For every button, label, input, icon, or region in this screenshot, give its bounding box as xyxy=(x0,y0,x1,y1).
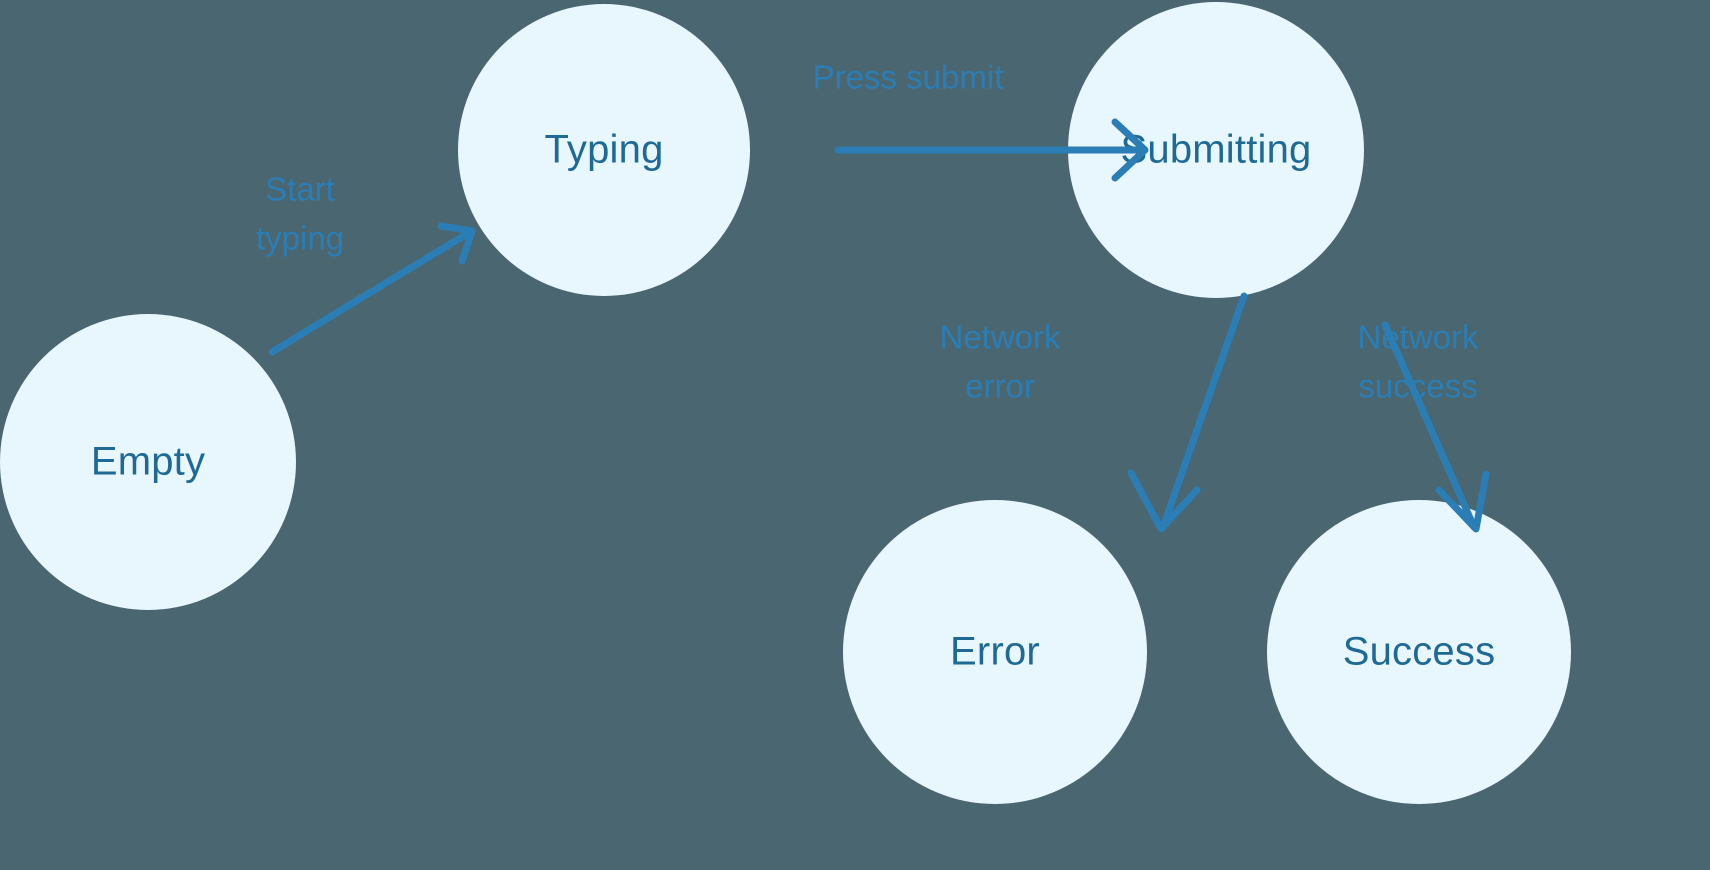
node-error-label: Error xyxy=(950,630,1040,674)
edge-submitting-to-success-label-line1: Network xyxy=(1357,319,1479,356)
edge-empty-to-typing-label-line1: Start xyxy=(265,171,335,208)
node-success-circle[interactable] xyxy=(1267,500,1571,804)
node-empty[interactable]: Empty xyxy=(0,314,296,610)
node-empty-circle[interactable] xyxy=(0,314,296,610)
edge-typing-to-submitting-arrowhead xyxy=(1111,118,1149,182)
edge-submitting-to-error-label-line1: Network xyxy=(939,319,1061,356)
node-typing-circle[interactable] xyxy=(458,4,750,296)
node-submitting[interactable]: Submitting xyxy=(1068,2,1364,298)
edge-typing-to-submitting-label: Press submit xyxy=(813,59,1004,96)
edge-submitting-to-success-arrowhead xyxy=(1435,470,1490,533)
edge-empty-to-typing: Start typing xyxy=(256,171,476,356)
node-empty-label: Empty xyxy=(91,440,205,484)
node-error-circle[interactable] xyxy=(843,500,1147,804)
edge-submitting-to-error-arrowhead xyxy=(1127,469,1201,533)
edge-empty-to-typing-arrowhead xyxy=(437,222,476,265)
edge-submitting-to-success-line xyxy=(1381,321,1478,531)
node-error[interactable]: Error xyxy=(843,500,1147,804)
edge-submitting-to-error-line xyxy=(1159,292,1248,531)
edge-empty-to-typing-label-line2: typing xyxy=(256,220,344,257)
edge-submitting-to-error: Network error xyxy=(939,292,1248,533)
node-success[interactable]: Success xyxy=(1267,500,1571,804)
edge-submitting-to-success: Network success xyxy=(1357,319,1490,533)
node-typing-label: Typing xyxy=(544,128,663,172)
node-submitting-label: Submitting xyxy=(1121,128,1312,172)
edge-submitting-to-success-label-line2: success xyxy=(1358,368,1477,405)
node-typing[interactable]: Typing xyxy=(458,4,750,296)
node-success-label: Success xyxy=(1343,630,1496,674)
edge-typing-to-submitting: Press submit xyxy=(813,59,1149,182)
node-submitting-circle[interactable] xyxy=(1068,2,1364,298)
edge-empty-to-typing-line xyxy=(268,228,474,356)
edge-submitting-to-error-label-line2: error xyxy=(965,368,1035,405)
